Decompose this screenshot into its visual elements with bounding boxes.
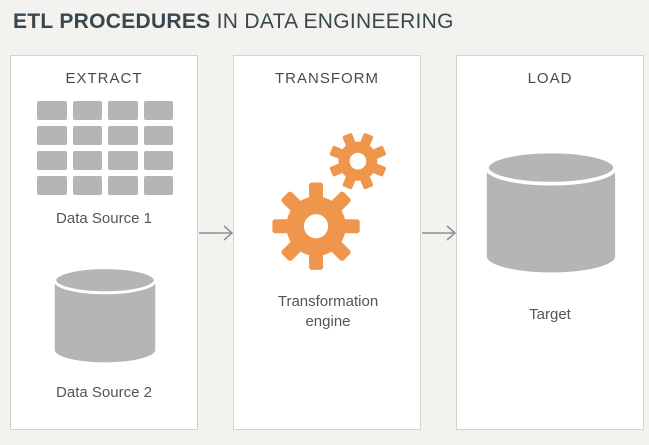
target-label: Target: [529, 306, 571, 323]
panel-transform-heading: TRANSFORM: [275, 70, 379, 87]
panel-extract-heading: EXTRACT: [65, 70, 143, 87]
data-source-1-label: Data Source 1: [56, 210, 152, 227]
table-cell: [72, 101, 102, 120]
arrow-right-icon: [422, 225, 457, 241]
table-cell: [143, 126, 173, 145]
table-cell: [108, 151, 138, 170]
panel-load: LOAD Target: [456, 55, 644, 430]
database-cylinder-icon: [485, 149, 617, 273]
panel-load-heading: LOAD: [527, 70, 573, 87]
arrow-right-icon: [199, 225, 234, 241]
table-cell: [37, 101, 67, 120]
page-title-bold: ETL PROCEDURES: [13, 10, 211, 33]
table-grid-icon: [37, 101, 173, 195]
table-cell: [143, 151, 173, 170]
table-cell: [37, 151, 67, 170]
table-cell: [108, 101, 138, 120]
table-cell: [143, 176, 173, 195]
table-cell: [143, 101, 173, 120]
table-cell: [72, 176, 102, 195]
table-cell: [37, 176, 67, 195]
table-cell: [108, 176, 138, 195]
table-cell: [72, 151, 102, 170]
table-cell: [108, 126, 138, 145]
page-title-regular: IN DATA ENGINEERING: [210, 10, 454, 33]
table-cell: [72, 126, 102, 145]
table-cell: [37, 126, 67, 145]
gear-icon: [272, 133, 386, 270]
panel-extract: EXTRACT Data Source 1 Data Source 2: [10, 55, 198, 430]
panel-transform: TRANSFORM: [233, 55, 421, 430]
data-source-2-label: Data Source 2: [56, 384, 152, 401]
page-title: ETL PROCEDURES IN DATA ENGINEERING: [13, 10, 454, 34]
transformation-engine-label: Transformation engine: [277, 293, 379, 331]
database-cylinder-icon: [53, 266, 157, 363]
